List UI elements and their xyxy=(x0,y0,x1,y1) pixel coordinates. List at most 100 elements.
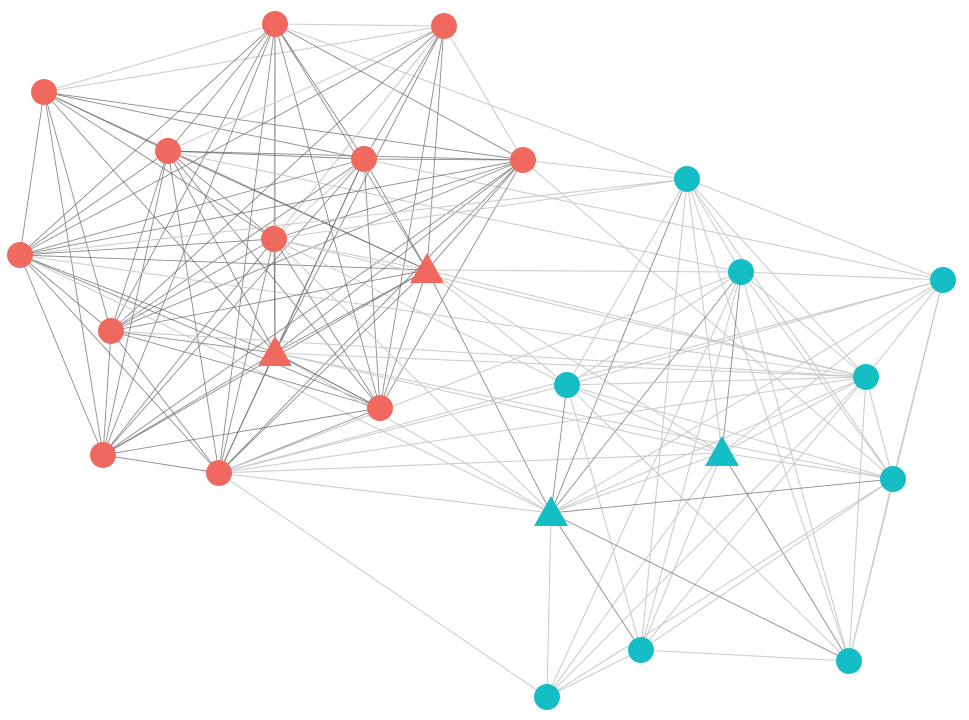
edge-a5-a10 xyxy=(110,158,365,332)
edge-a6-a8 xyxy=(273,159,524,240)
edge-a1-a4 xyxy=(43,91,169,152)
node-b2-circle xyxy=(728,259,754,285)
edge-a6-a13 xyxy=(102,159,524,456)
edge-a6-a7 xyxy=(19,159,524,256)
edge-a3-a8 xyxy=(273,25,445,240)
node-a4-circle xyxy=(155,138,181,164)
edge-b5-b11 xyxy=(546,376,867,698)
edge-a9-a12 xyxy=(379,269,428,409)
edge-a6-b7 xyxy=(522,159,894,480)
edge-a4-a5 xyxy=(167,150,365,160)
node-a2-circle xyxy=(262,11,288,37)
edge-b1-b4 xyxy=(566,178,688,386)
edge-b7-b8 xyxy=(550,478,894,514)
node-b3-circle xyxy=(930,267,956,293)
edge-b3-b8 xyxy=(550,279,944,514)
edge-b5-b9 xyxy=(640,376,867,651)
edge-b1-b5 xyxy=(686,178,867,378)
edge-b1-b9 xyxy=(640,178,688,651)
edge-b4-b6 xyxy=(566,384,723,454)
edge-b6-b7 xyxy=(721,452,894,480)
edge-a2-a10 xyxy=(110,23,276,332)
edge-a6-b1 xyxy=(522,159,688,180)
edge-a3-a7 xyxy=(19,25,445,256)
edge-b5-b8 xyxy=(550,376,867,514)
edge-a5-b3 xyxy=(363,158,944,281)
edge-a8-a9 xyxy=(273,238,428,271)
edge-a10-a13 xyxy=(102,330,112,456)
edge-a14-b8 xyxy=(218,472,552,514)
edge-a7-a10 xyxy=(19,254,112,332)
node-b6-triangle xyxy=(705,436,739,466)
edge-b2-b3 xyxy=(740,271,944,281)
edge-a8-b5 xyxy=(273,238,867,378)
edge-a9-b5 xyxy=(426,269,867,378)
edge-a9-b4 xyxy=(426,269,568,386)
edge-a11-b5 xyxy=(274,352,867,378)
node-a3-circle xyxy=(431,13,457,39)
edge-a7-b8 xyxy=(19,254,552,514)
node-b9-circle xyxy=(628,637,654,663)
edge-a5-a6 xyxy=(363,158,524,161)
node-a6-circle xyxy=(510,147,536,173)
edge-a4-a8 xyxy=(167,150,275,240)
edge-b1-b10 xyxy=(686,178,850,662)
edge-b7-b9 xyxy=(640,478,894,651)
edge-a2-a3 xyxy=(274,23,445,27)
edge-b4-b8 xyxy=(550,384,568,514)
edge-a8-a10 xyxy=(110,238,275,332)
node-b1-circle xyxy=(674,166,700,192)
edge-a9-a10 xyxy=(110,269,428,332)
edge-b5-b7 xyxy=(865,376,894,480)
edge-a9-a11 xyxy=(274,269,428,354)
edge-a9-a14 xyxy=(218,269,428,474)
edge-b3-b6 xyxy=(721,279,944,454)
edge-a2-a4 xyxy=(167,23,276,152)
edge-a4-a14 xyxy=(167,150,220,474)
edge-a2-a13 xyxy=(102,23,276,456)
node-a1-circle xyxy=(31,79,57,105)
edge-b6-b8 xyxy=(550,452,723,514)
node-a13-circle xyxy=(90,442,116,468)
edge-b1-b6 xyxy=(686,178,723,454)
edge-a12-a11 xyxy=(274,352,381,409)
edge-b1-b8 xyxy=(550,178,688,514)
edge-b7-b11 xyxy=(546,478,894,698)
edge-a4-a9 xyxy=(167,150,428,271)
edge-b4-b5 xyxy=(566,376,867,386)
edge-layer xyxy=(19,23,944,698)
edge-b3-b5 xyxy=(865,279,944,378)
edge-a2-a9 xyxy=(274,23,428,271)
edge-a3-a12 xyxy=(379,25,445,409)
edge-a8-b1 xyxy=(273,178,688,240)
edge-a3-a10 xyxy=(110,25,445,332)
node-a10-circle xyxy=(98,318,124,344)
edge-a2-a12 xyxy=(274,23,381,409)
edge-a2-b1 xyxy=(274,23,688,180)
edge-b4-b9 xyxy=(566,384,642,651)
edge-a14-b6 xyxy=(218,452,723,474)
edge-b6-b10 xyxy=(721,452,850,662)
edge-a11-b6 xyxy=(274,352,723,454)
edge-a9-b8 xyxy=(426,269,552,514)
edge-a8-a11 xyxy=(273,238,276,354)
edge-a11-a14 xyxy=(218,352,276,474)
edge-a14-b2 xyxy=(218,271,742,474)
edge-a6-a9 xyxy=(426,159,524,271)
edge-b7-b10 xyxy=(848,478,894,662)
edge-b5-b6 xyxy=(721,376,867,454)
edge-a11-b8 xyxy=(274,352,552,514)
edge-a7-b5 xyxy=(19,254,867,378)
edge-a7-a8 xyxy=(19,238,275,256)
edge-a1-a3 xyxy=(43,25,445,93)
node-b10-circle xyxy=(836,648,862,674)
edge-a4-a6 xyxy=(167,150,524,161)
node-b7-circle xyxy=(880,466,906,492)
edge-a7-a14 xyxy=(19,254,220,474)
node-b11-circle xyxy=(534,684,560,710)
edge-b2-b5 xyxy=(740,271,867,378)
node-layer xyxy=(7,11,956,710)
edge-b2-b10 xyxy=(740,271,850,662)
edge-b3-b4 xyxy=(566,279,944,386)
